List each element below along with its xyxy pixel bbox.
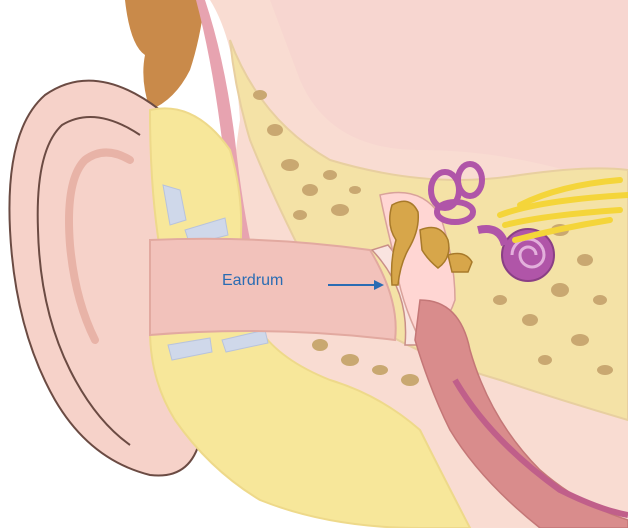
eardrum-label: Eardrum [222, 272, 283, 290]
